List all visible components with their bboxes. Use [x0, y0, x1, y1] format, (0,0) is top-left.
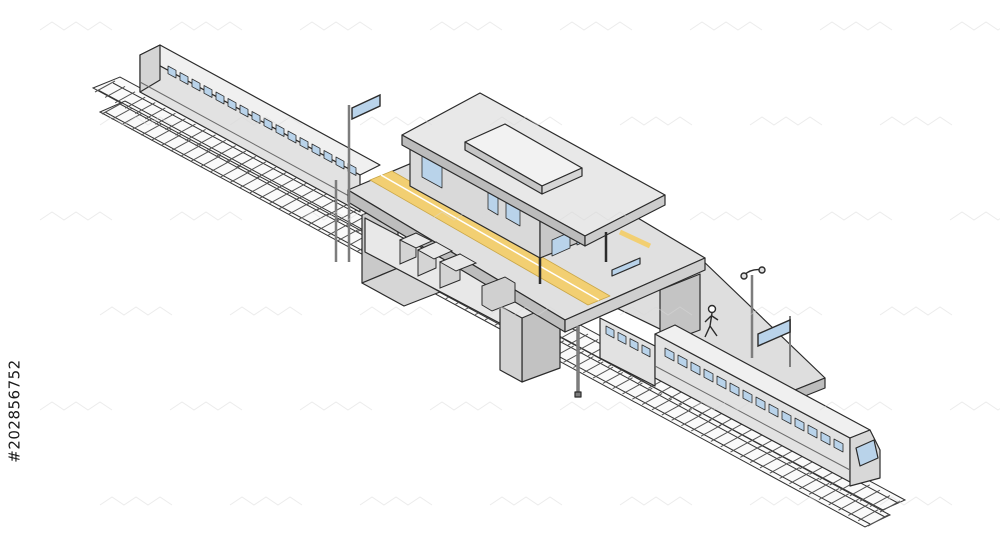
train-front [599, 317, 881, 487]
sign-board-right [757, 318, 791, 348]
watermark-pattern [39, 21, 1000, 506]
concourse-deck-side [564, 257, 706, 333]
train-front-windows [605, 325, 844, 453]
vending-machines [398, 232, 516, 312]
support-pier-right-side [499, 305, 523, 383]
stock-image-id-text: #202856752 [6, 359, 24, 463]
walking-person [704, 304, 719, 338]
station-signs [334, 93, 791, 367]
train-back-windows [167, 65, 357, 176]
train-front-windshield [855, 439, 879, 467]
train-back-nose [139, 44, 161, 93]
stock-image-id: #202856752 [4, 296, 26, 526]
roof-skylight-side [541, 167, 583, 195]
wall-sign [611, 257, 641, 277]
train-back [139, 44, 381, 213]
sign-board-left [351, 93, 381, 121]
